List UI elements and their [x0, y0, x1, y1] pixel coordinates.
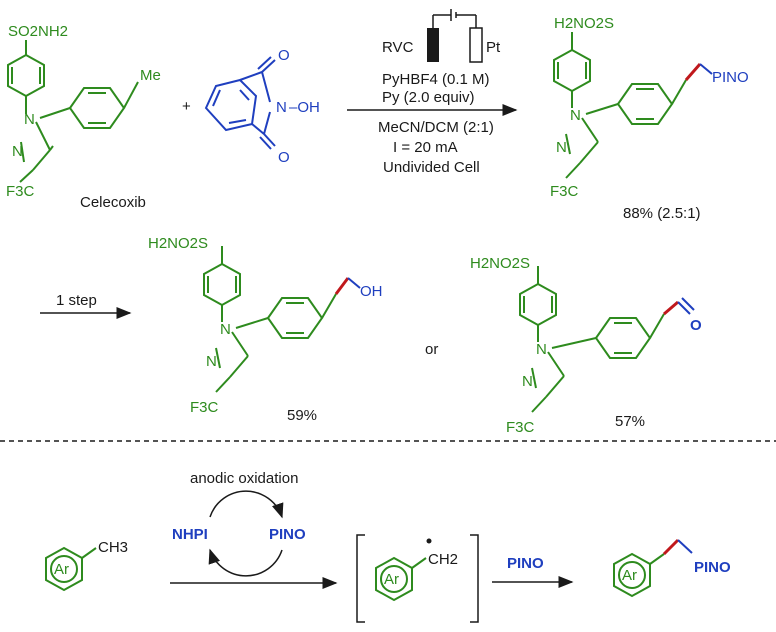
nhpi-o-top: O: [278, 47, 290, 64]
alcohol-yield: 59%: [287, 407, 317, 424]
nhpi-labels: O N –OH O: [276, 47, 320, 166]
bracket-right: [470, 534, 479, 623]
p1-pino: PINO: [712, 69, 749, 86]
nhpi-o-bottom: O: [278, 149, 290, 166]
pino-cycle-label: PINO: [269, 526, 306, 543]
celecoxib-structure: [7, 40, 139, 183]
product1-pino-bond: [699, 63, 713, 75]
aldehyde-o: O: [690, 317, 702, 334]
alcohol-structure: [203, 246, 337, 393]
p1-n1: N: [570, 107, 581, 124]
toluene-ar: Ar: [54, 561, 69, 578]
pino-arrow-label: PINO: [507, 555, 544, 572]
condition-current: I = 20 mA: [393, 139, 458, 156]
celecoxib-labels: SO2NH2 Me N N F3C Celecoxib: [6, 23, 161, 211]
anodic-oxidation-label: anodic oxidation: [190, 470, 298, 487]
cathode-label: Pt: [486, 39, 501, 56]
condition-solvent: MeCN/DCM (2:1): [378, 119, 494, 136]
electrode-icon: [427, 9, 483, 63]
celecoxib-name: Celecoxib: [80, 194, 146, 211]
aldehyde-labels: H2NO2S O N N F3C 57%: [470, 255, 702, 436]
product1-labels: H2NO2S PINO N N F3C 88% (2.5:1): [550, 15, 749, 222]
radical-dot: [426, 538, 432, 544]
product1-new-bond: [684, 63, 702, 81]
so2nh2-label: SO2NH2: [8, 23, 68, 40]
radical-ch2: CH2: [428, 551, 458, 568]
alcohol-new-bond: [334, 277, 350, 295]
aldehyde-yield: 57%: [615, 413, 645, 430]
aldehyde-n1: N: [536, 341, 547, 358]
one-step-label: 1 step: [56, 292, 97, 309]
product1-structure: [553, 32, 687, 179]
nhpi-n: N: [276, 99, 287, 116]
nhpi-structure: [204, 56, 276, 150]
aldehyde-structure: [519, 266, 665, 413]
nhpi-cycle-label: NHPI: [172, 526, 208, 543]
n2-label: N: [12, 143, 23, 160]
p1-sulfonamide: H2NO2S: [554, 15, 614, 32]
anode-label: RVC: [382, 39, 414, 56]
alcohol-n2: N: [206, 353, 217, 370]
benzyl-pino-product: [613, 552, 665, 598]
aldehyde-new-bond: [663, 300, 679, 316]
p1-n2: N: [556, 139, 567, 156]
cycle-arrow-top: [209, 490, 284, 519]
condition-base: Py (2.0 equiv): [382, 89, 475, 106]
benzyl-radical-structure: [375, 556, 427, 602]
alcohol-sulfonamide: H2NO2S: [148, 235, 208, 252]
nhpi-oh: –OH: [289, 99, 320, 116]
aldehyde-sulfonamide: H2NO2S: [470, 255, 530, 272]
condition-electrolyte: PyHBF4 (0.1 M): [382, 71, 490, 88]
plus-sign: +: [182, 98, 191, 115]
product-pino: PINO: [694, 559, 731, 576]
or-label: or: [425, 341, 438, 358]
n1-label: N: [24, 111, 35, 128]
alcohol-cf3: F3C: [190, 399, 219, 416]
toluene-structure: [45, 546, 97, 592]
aldehyde-cf3: F3C: [506, 419, 535, 436]
p1-cf3: F3C: [550, 183, 579, 200]
condition-cell: Undivided Cell: [383, 159, 480, 176]
methyl-label: Me: [140, 67, 161, 84]
product-ar: Ar: [622, 567, 637, 584]
toluene-ch3: CH3: [98, 539, 128, 556]
alcohol-n1: N: [220, 321, 231, 338]
product-new-bond: [662, 538, 680, 556]
alcohol-oh: OH: [360, 283, 383, 300]
radical-ar: Ar: [384, 571, 399, 588]
cf3-label: F3C: [6, 183, 35, 200]
bracket-left: [356, 534, 365, 623]
p1-yield: 88% (2.5:1): [623, 205, 701, 222]
cycle-arrow-bottom: [208, 548, 283, 577]
aldehyde-n2: N: [522, 373, 533, 390]
alcohol-labels: H2NO2S OH N N F3C 59%: [148, 235, 383, 424]
